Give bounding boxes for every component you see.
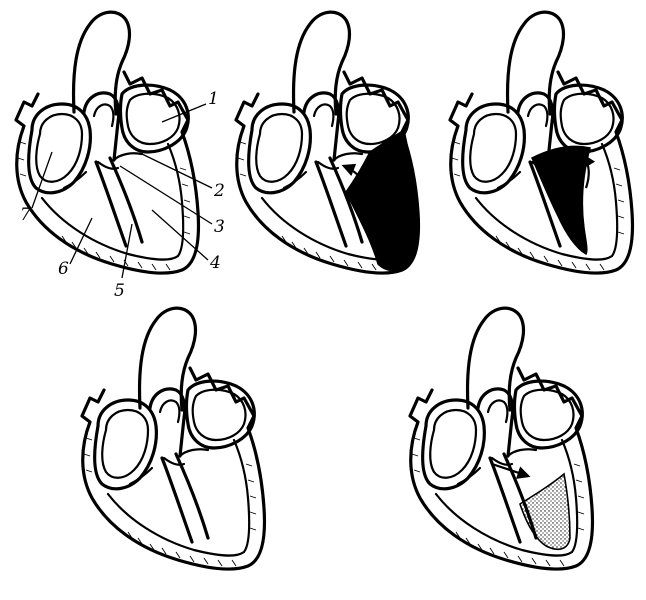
label-7: 7 [20, 205, 31, 225]
flow-arrow-up-left [341, 163, 369, 189]
leader-2 [141, 153, 213, 189]
label-4: 4 [209, 253, 221, 273]
label-2: 2 [213, 181, 225, 201]
leader-7 [31, 151, 53, 209]
heart-panel-1: 1 2 3 4 5 6 7 [14, 10, 225, 301]
label-5: 5 [114, 281, 125, 301]
leader-6 [69, 217, 93, 265]
contracting-wall-black [345, 128, 420, 272]
heart-panel-4 [80, 306, 267, 571]
leader-1 [161, 103, 207, 123]
flow-arrow-right [491, 462, 531, 479]
label-1: 1 [208, 89, 219, 109]
heart-panel-5 [408, 306, 595, 571]
flow-arrow-up-right [582, 153, 596, 189]
contracting-wedge-black [531, 145, 591, 256]
label-3: 3 [214, 217, 225, 237]
heart-panel-2 [234, 10, 421, 275]
heart-panel-3 [448, 10, 635, 275]
leader-5 [121, 223, 133, 279]
leader-4 [151, 209, 209, 261]
label-6: 6 [58, 259, 69, 279]
stippled-region [519, 472, 571, 551]
leader-3 [119, 165, 213, 225]
